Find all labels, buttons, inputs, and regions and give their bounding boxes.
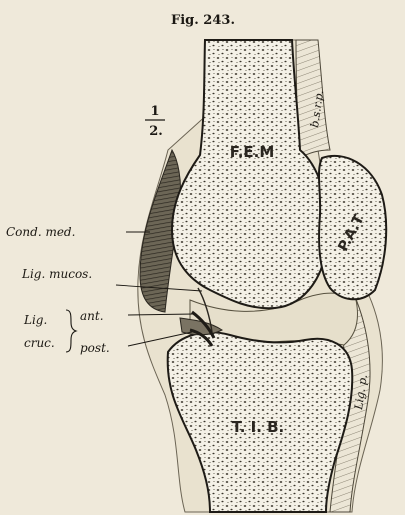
cond-med-label: Cond. med.	[6, 225, 75, 239]
cruc-label: cruc.	[24, 336, 55, 350]
figure-title: Fig. 243.	[171, 13, 235, 28]
scale-numerator: 1	[150, 104, 159, 119]
ant-label: ant.	[80, 309, 104, 323]
scale-denominator: 2.	[149, 124, 163, 139]
lig-mucos-label: Lig. mucos.	[21, 267, 92, 281]
post-label: post.	[80, 341, 110, 355]
tibia-label: T. I. B.	[232, 418, 285, 436]
femur-label: F.E.M	[230, 143, 275, 161]
lig-label: Lig.	[23, 313, 47, 327]
cruciate-brace	[66, 310, 76, 352]
